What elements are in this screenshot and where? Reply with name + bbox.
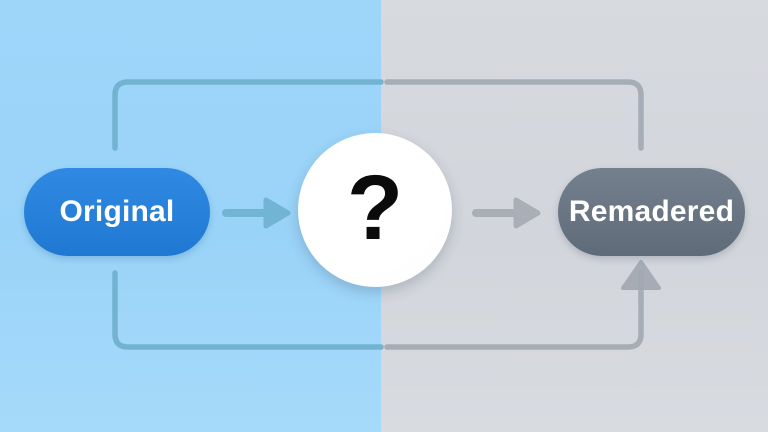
bottom-connector-arrowhead-icon (621, 260, 661, 290)
node-original-label: Original (59, 195, 175, 228)
arrow-right-icon-unknown-to-remadered (472, 197, 541, 229)
top-connector-right-segment (384, 79, 644, 151)
node-remadered-label: Remadered (568, 195, 735, 228)
arrow-right-icon-original-to-unknown (222, 197, 291, 229)
question-mark-icon: ? (346, 157, 404, 259)
top-connector-left-segment (112, 79, 384, 151)
bottom-connector-left-segment (112, 270, 384, 350)
node-unknown[interactable]: ? (298, 133, 452, 287)
bottom-connector-right-segment (384, 269, 644, 350)
node-original[interactable]: Original (24, 168, 210, 256)
node-remadered[interactable]: Remadered (558, 168, 745, 256)
